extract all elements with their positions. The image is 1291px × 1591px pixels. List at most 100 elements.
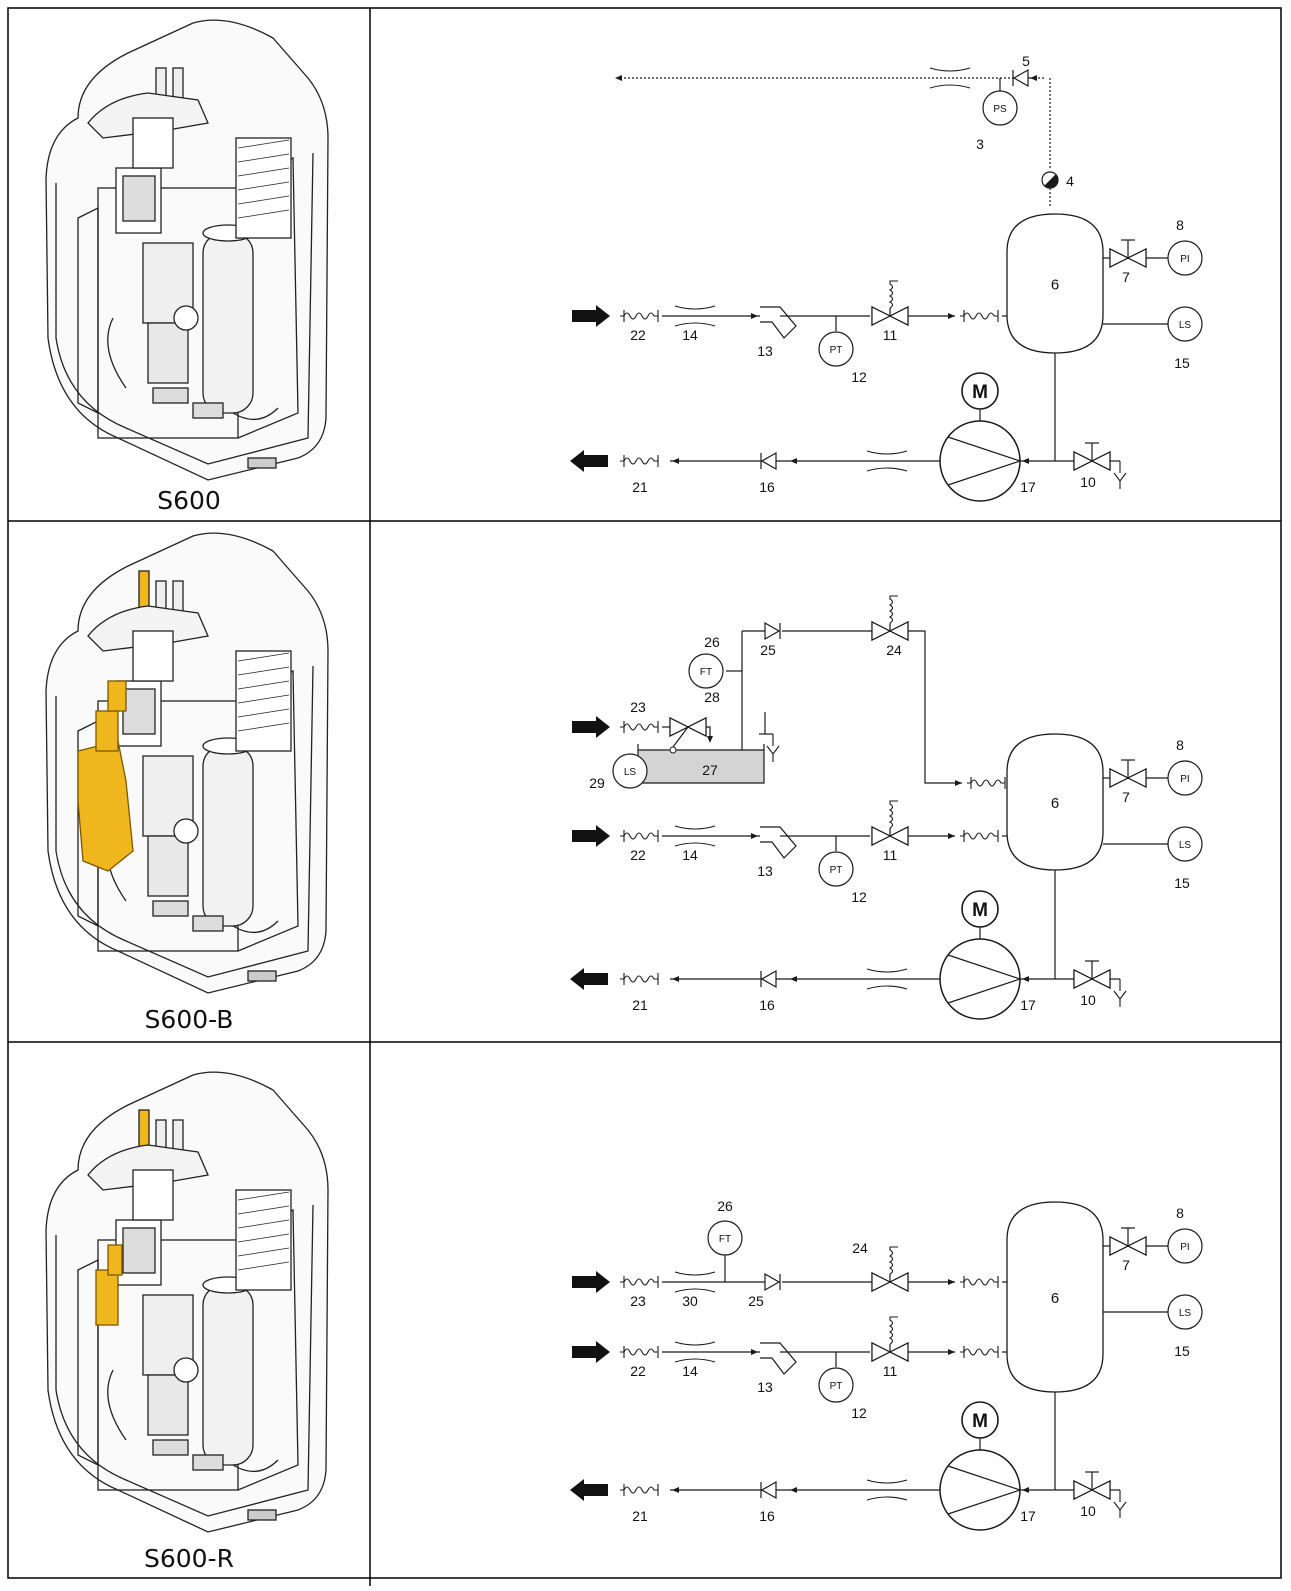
flow-arrowhead	[948, 833, 955, 839]
level-switch-bubble	[1167, 1294, 1203, 1330]
item-number-10: 10	[1080, 992, 1096, 1008]
pipe-line	[706, 726, 711, 740]
air-vent-fill	[1044, 174, 1059, 189]
pressure-gauge	[173, 818, 199, 844]
mesh-line	[237, 722, 290, 732]
item-number-10: 10	[1080, 474, 1096, 490]
item-number-13: 13	[757, 343, 773, 359]
pid-schematic: PS5346PI78LS15PT2214131112M10172116FT262…	[570, 60, 1203, 1531]
flow-arrowhead	[1030, 75, 1037, 81]
row-s600-b: S600-B PS5346PI78LS15PT2214131112M101721…	[8, 57, 1281, 1042]
valve-body	[686, 717, 707, 737]
model-label: S600	[157, 486, 221, 515]
instrument-tag: PS	[993, 104, 1007, 115]
item-number-15: 15	[1174, 875, 1190, 891]
pump-symbol	[947, 436, 1022, 486]
flexible-hose-icon	[620, 310, 659, 322]
item-number-15: 15	[1174, 1343, 1190, 1359]
mesh-line	[237, 680, 290, 690]
pressure-transmitter-bubble	[818, 851, 854, 887]
item-number-7: 7	[1122, 269, 1130, 285]
strainer-icon	[760, 1342, 797, 1375]
check-valve-icon	[760, 1480, 777, 1500]
hose	[232, 920, 279, 933]
valve-body	[1090, 1480, 1111, 1500]
valve-block	[152, 387, 189, 404]
control-display	[122, 1227, 156, 1274]
strainer-icon	[760, 306, 797, 339]
item-number-7: 7	[1122, 789, 1130, 805]
pressure-gauge	[173, 1357, 199, 1383]
foot	[247, 1509, 277, 1521]
unit-illustration-cell: S600-B	[8, 521, 370, 1042]
item-number-7: 7	[1122, 1257, 1130, 1273]
flexible-hose-icon	[960, 1346, 999, 1358]
pressure-indicator-bubble	[1167, 1228, 1203, 1264]
outlet-arrow-icon	[570, 968, 608, 990]
item-number-3: 3	[976, 136, 984, 152]
pressure-vessel	[1006, 1201, 1104, 1393]
valve-body	[888, 621, 909, 641]
item-number-5: 5	[1022, 53, 1030, 69]
unit-illustration-cell: S600	[8, 8, 370, 521]
flow-restrictor-icon	[674, 1341, 716, 1363]
refill-valve-highlight	[95, 1269, 119, 1326]
model-label: S600-B	[144, 1005, 234, 1034]
valve-body	[1073, 1480, 1094, 1500]
check-valve-icon	[764, 621, 781, 641]
cabinet-inner-edge	[55, 1204, 314, 1517]
frame-panel	[77, 1258, 99, 1467]
flow-transmitter-bubble	[688, 653, 724, 689]
valve-block	[192, 915, 224, 932]
pump-body	[147, 322, 189, 384]
instrument-tag: FT	[700, 667, 712, 678]
flexible-hose-icon	[960, 310, 999, 322]
instrument-tag: PI	[1180, 1242, 1189, 1253]
item-number-6: 6	[1051, 1290, 1059, 1307]
item-number-8: 8	[1176, 737, 1184, 753]
break-tank-water	[638, 750, 764, 783]
valve-body	[1126, 1236, 1147, 1256]
carry-handle	[87, 605, 209, 652]
valve-block	[192, 402, 224, 419]
valve-block	[152, 900, 189, 917]
mesh-line	[237, 139, 290, 149]
valve-body	[1126, 248, 1147, 268]
pressure-vessel	[1006, 213, 1104, 354]
foot	[247, 457, 277, 469]
flow-arrowhead	[1022, 1487, 1029, 1493]
valve-body	[669, 717, 690, 737]
item-number-26: 26	[717, 1198, 733, 1214]
valve-block	[192, 1454, 224, 1471]
flexible-hose-icon	[620, 830, 659, 842]
valve-body	[1109, 768, 1130, 788]
item-number-6: 6	[1051, 795, 1059, 812]
item-number-17: 17	[1020, 1508, 1036, 1524]
item-number-17: 17	[1020, 997, 1036, 1013]
item-number-15: 15	[1174, 355, 1190, 371]
row-s600-r: S600-R PS5346PI78LS15PT2214131112M101721…	[8, 60, 1281, 1586]
instrument-tag: LS	[1179, 1308, 1192, 1319]
side-panel	[235, 1189, 292, 1291]
solenoid-coil-icon	[888, 280, 898, 309]
flexible-hose-icon	[967, 777, 1006, 789]
flow-arrowhead	[751, 833, 758, 839]
item-number-17: 17	[1020, 479, 1036, 495]
pump-icon	[939, 420, 1021, 502]
mesh-line	[237, 1261, 290, 1271]
item-number-27: 27	[702, 762, 718, 778]
mesh-line	[237, 666, 290, 676]
unit-illustration	[45, 532, 329, 994]
valve-body	[1109, 248, 1130, 268]
valve-body	[888, 1272, 909, 1292]
drain-funnel-icon	[1113, 979, 1127, 1007]
instrument-tag: LS	[624, 767, 637, 778]
flow-restrictor-icon	[674, 825, 716, 847]
item-number-8: 8	[1176, 217, 1184, 233]
valve-body	[871, 1342, 892, 1362]
flow-restrictor-icon	[674, 305, 716, 327]
inlet-arrow-icon	[572, 305, 610, 327]
frame-panel	[77, 719, 99, 928]
mesh-line	[237, 708, 290, 718]
